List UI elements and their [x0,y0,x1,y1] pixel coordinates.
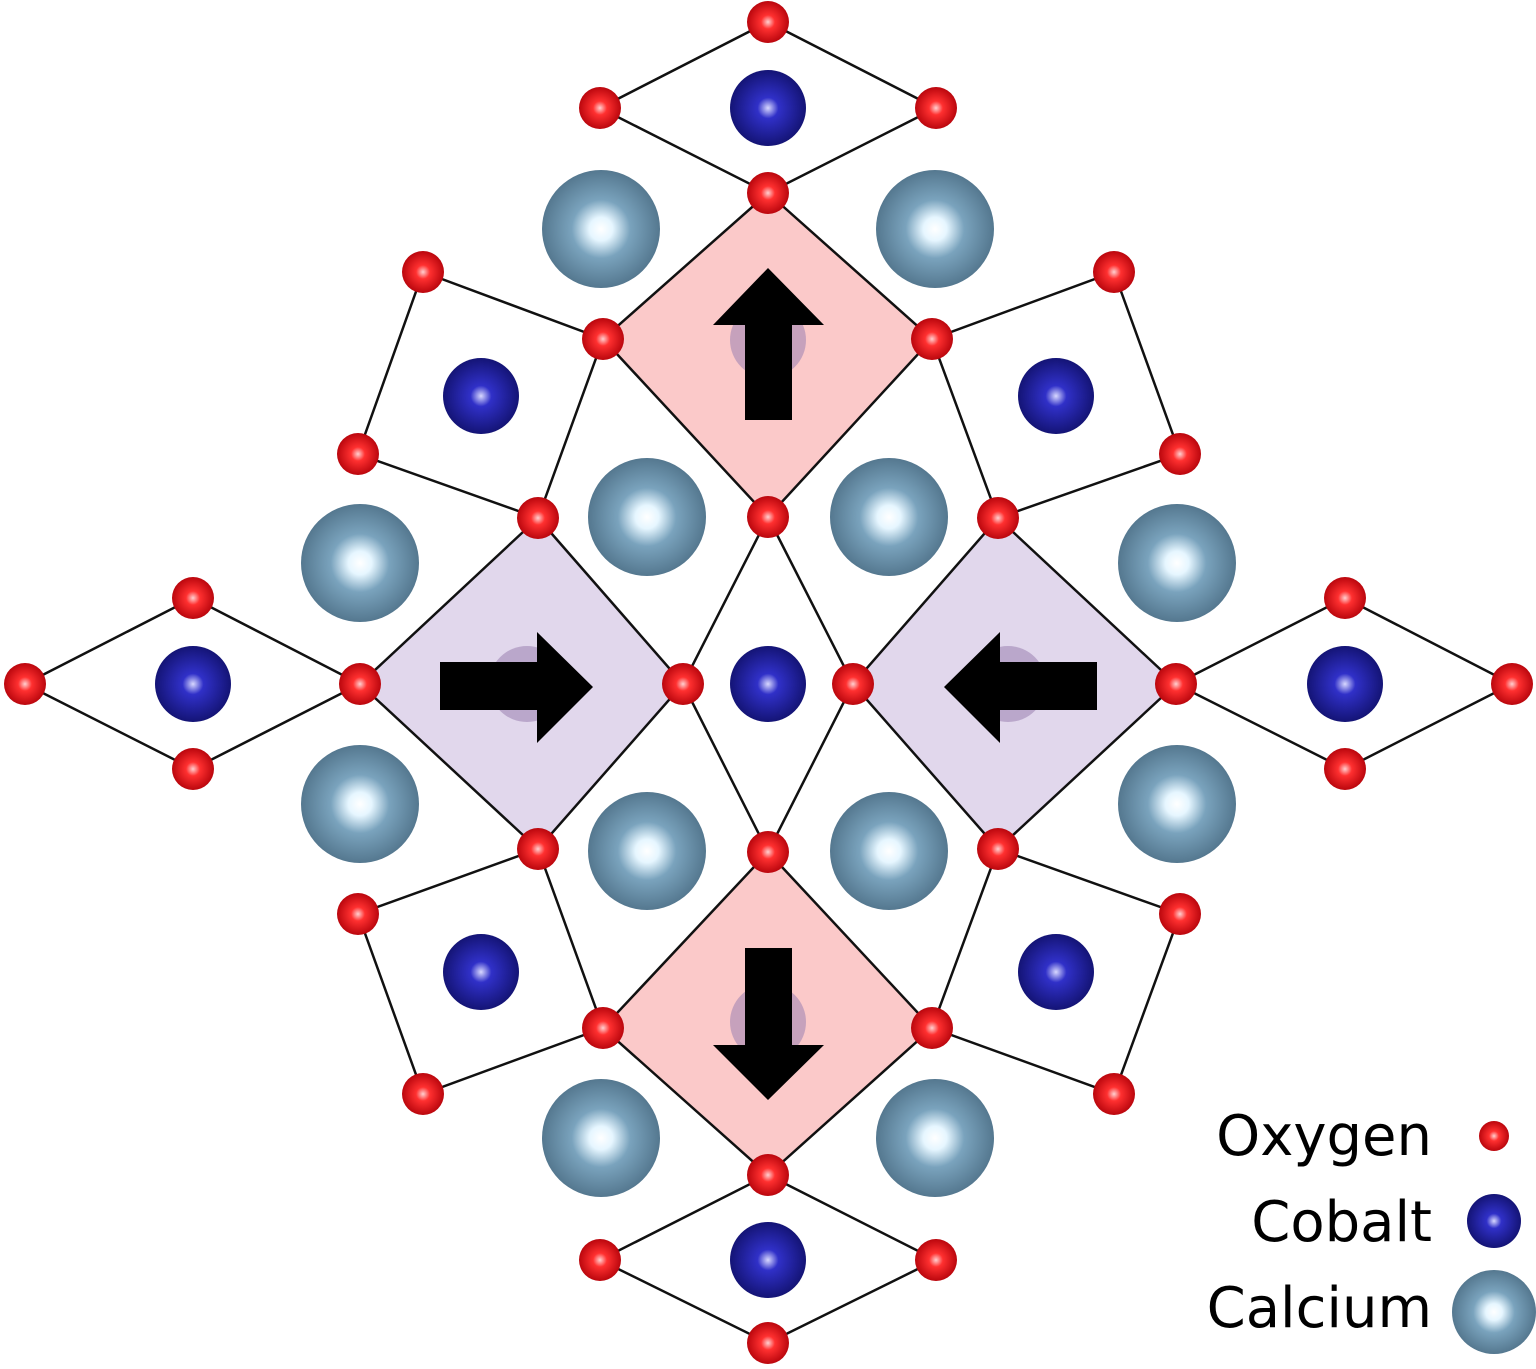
calcium-atom [1118,745,1236,863]
oxygen-atom [911,1007,953,1049]
oxygen-atom [4,663,46,705]
oxygen-atom [1155,663,1197,705]
oxygen-atom [1491,663,1533,705]
atoms-layer [4,1,1533,1364]
oxygen-atom [1159,433,1201,475]
legend-oxygen-icon [1479,1121,1509,1151]
legend: Oxygen Cobalt Calcium [1207,1104,1536,1354]
cobalt-atom [443,934,519,1010]
legend-label-calcium: Calcium [1207,1276,1432,1341]
arrows-layer [440,268,1097,1100]
legend-calcium-icon [1452,1270,1536,1354]
cobalt-atom [730,70,806,146]
arrow-down-icon [713,948,824,1100]
oxygen-atom [517,828,559,870]
oxygen-atom [582,318,624,360]
calcium-atom [588,792,706,910]
calcium-atom [830,792,948,910]
oxygen-atom [662,663,704,705]
calcium-atom [542,1079,660,1197]
oxygen-atom [579,1239,621,1281]
oxygen-atom [747,496,789,538]
calcium-atom [588,458,706,576]
calcium-atom [876,170,994,288]
cobalt-atom [1018,358,1094,434]
arrow-right-icon [440,632,593,743]
oxygen-atom [1159,893,1201,935]
arrow-up-icon [713,268,824,420]
calcium-atom [301,504,419,622]
oxygen-atom [337,433,379,475]
cobalt-atom [443,358,519,434]
oxygen-atom [339,663,381,705]
calcium-atom [301,745,419,863]
oxygen-atom [977,828,1019,870]
legend-cobalt-icon [1467,1194,1521,1248]
oxygen-atom [579,87,621,129]
cobalt-atom [730,646,806,722]
oxygen-atom [747,172,789,214]
oxygen-atom [915,87,957,129]
oxygen-atom [915,1239,957,1281]
oxygen-atom [1093,1073,1135,1115]
oxygen-atom [337,893,379,935]
oxygen-atom [1093,251,1135,293]
oxygen-atom [517,497,559,539]
arrow-left-icon [944,632,1097,743]
calcium-atom [830,458,948,576]
oxygen-atom [747,1,789,43]
oxygen-atom [402,251,444,293]
oxygen-atom [977,497,1019,539]
oxygen-atom [832,663,874,705]
oxygen-atom [747,1322,789,1364]
oxygen-atom [1324,748,1366,790]
oxygen-atom [582,1007,624,1049]
cobalt-atom [155,646,231,722]
oxygen-atom [911,318,953,360]
oxygen-atom [747,831,789,873]
cobalt-atom [1018,934,1094,1010]
calcium-atom [876,1079,994,1197]
oxygen-atom [172,577,214,619]
legend-label-oxygen: Oxygen [1216,1104,1432,1169]
calcium-atom [1118,504,1236,622]
cobalt-atom [730,1222,806,1298]
cobalt-atom [1307,646,1383,722]
calcium-atom [542,170,660,288]
oxygen-atom [402,1073,444,1115]
oxygen-atom [1324,577,1366,619]
oxygen-atom [747,1154,789,1196]
oxygen-atom [172,748,214,790]
legend-label-cobalt: Cobalt [1251,1190,1432,1255]
